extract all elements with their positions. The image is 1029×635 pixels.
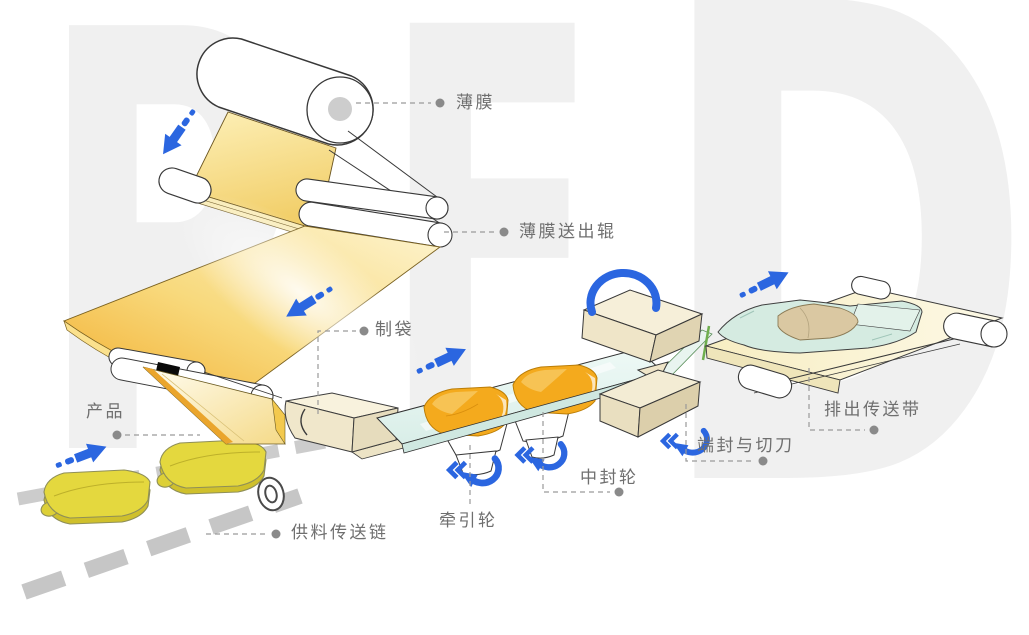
label-center-seal-wheel: 中封轮 [580,468,639,487]
end-sealer-cutter [581,289,704,438]
film-feed-rollers [295,130,453,248]
flow-arrow-icon [735,263,793,305]
registration-mark [156,362,180,376]
film-tube [376,348,666,454]
conveyor-rollers [737,275,1008,399]
label-product: 产品 [86,402,125,421]
motion-arrows [52,104,793,487]
label-bag-forming: 制袋 [375,320,414,339]
rotation-arc-icon [586,268,661,316]
label-pull-wheel: 牵引轮 [439,511,498,530]
roll-hub [328,97,352,121]
flow-arrow-icon [52,437,110,476]
film-fold [142,366,286,446]
product-item [156,439,267,495]
label-film-feed-roller: 薄膜送出辊 [519,222,617,241]
forming-collar [300,408,308,436]
watermark-letter-d: D [652,0,1029,580]
product-items [40,439,267,525]
leader-lines [125,102,865,535]
flow-arrow-icon [154,104,203,160]
package-content [777,303,859,341]
product-item [40,469,151,525]
label-film: 薄膜 [456,93,495,112]
label-discharge-conveyor: 排出传送带 [824,400,922,419]
label-feed-conveyor-chain: 供料传送链 [291,523,389,542]
chain-sprocket-ring [257,476,285,512]
label-end-seal-and-cutter: 端封与切刀 [697,436,795,455]
finished-package [717,299,923,354]
leader-dots [112,98,879,539]
film-roll [196,37,374,146]
bag-former [284,392,431,460]
discharge-conveyor [704,275,1008,399]
